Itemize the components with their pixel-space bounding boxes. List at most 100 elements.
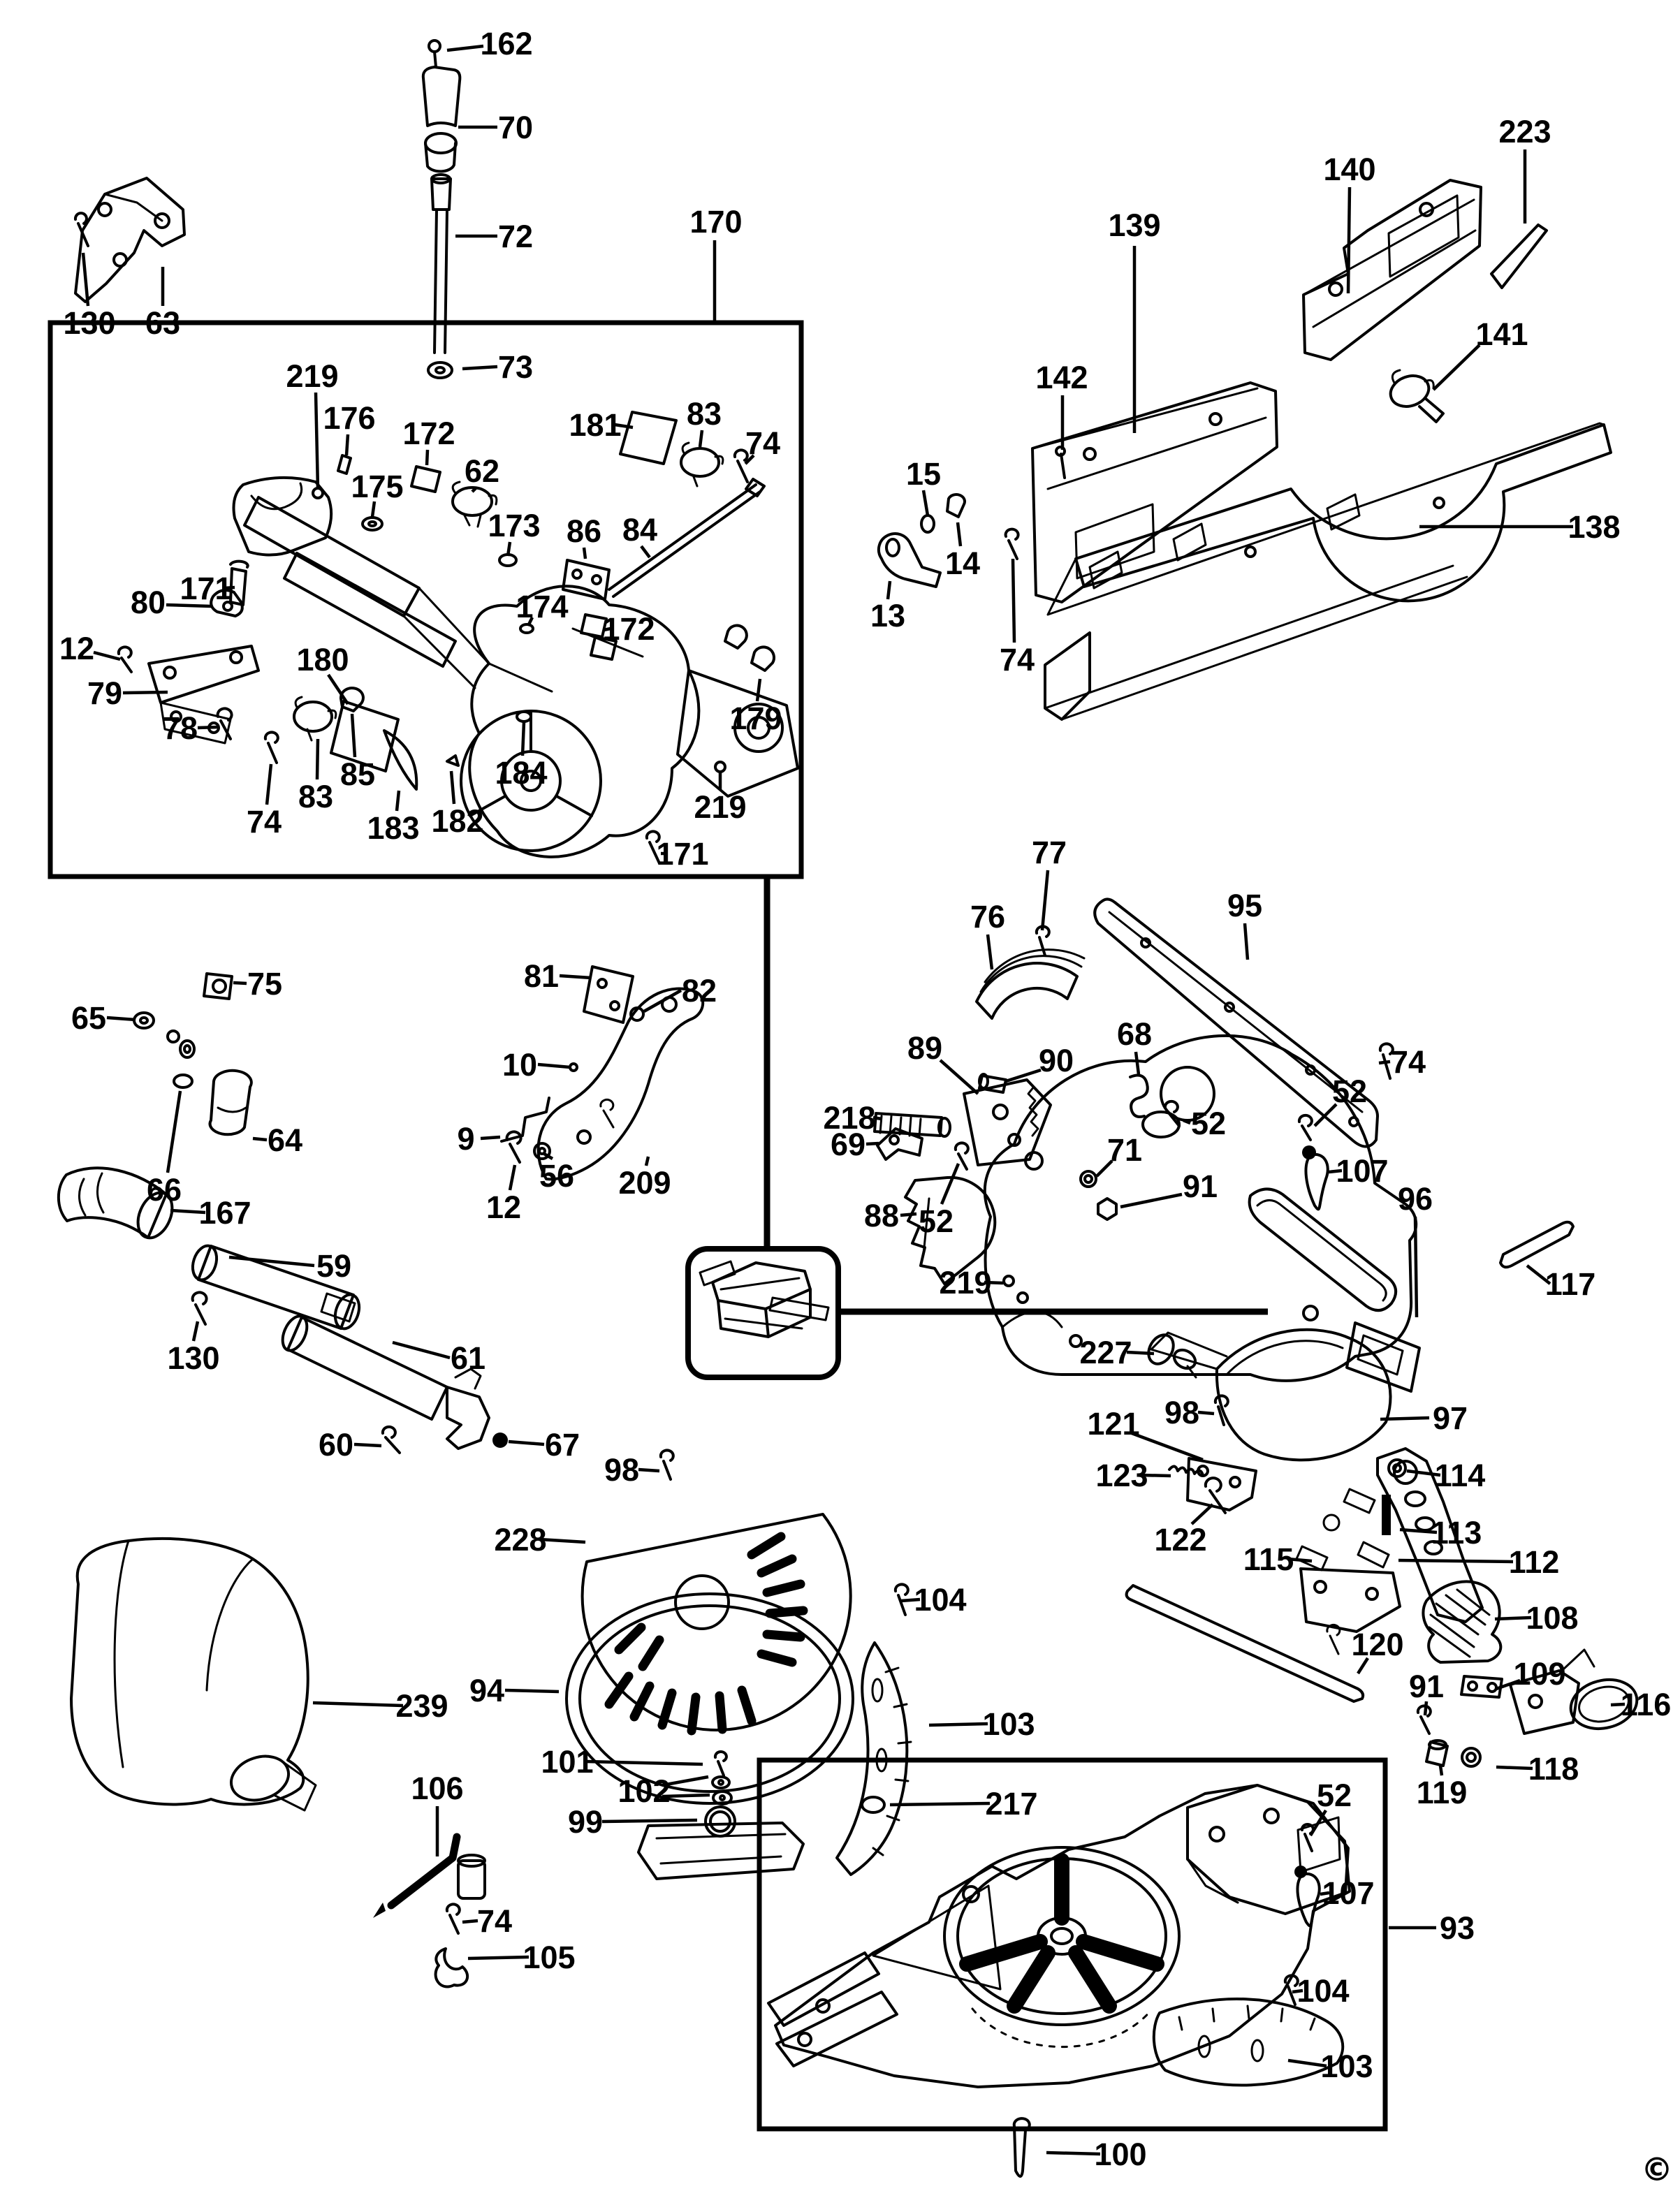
rear-housing xyxy=(1186,1784,1350,1915)
part-label-117: 117 xyxy=(1545,1266,1596,1302)
leader-line-85 xyxy=(350,713,357,758)
leader-line-95 xyxy=(1243,923,1250,960)
kerf-arc-103b-icon xyxy=(1152,1997,1345,2087)
part-label-116: 116 xyxy=(1621,1687,1672,1722)
base-casting-outline xyxy=(774,1784,1351,2088)
leader-line-62 xyxy=(471,486,478,493)
part-label-74: 74 xyxy=(247,804,282,840)
part-label-64: 64 xyxy=(268,1122,302,1158)
leader-line-119 xyxy=(1438,1765,1444,1776)
bevel-linkage-cluster xyxy=(1125,1447,1639,1768)
part-label-86: 86 xyxy=(567,513,601,549)
screw-78-icon xyxy=(216,707,233,740)
part-label-10: 10 xyxy=(502,1047,537,1083)
turntable-outer xyxy=(943,1846,1181,2026)
wrench-106-icon xyxy=(387,1833,461,1910)
rod-84-icon xyxy=(608,478,766,598)
part-label-121: 121 xyxy=(1087,1406,1139,1442)
base-inset-box xyxy=(757,1757,1388,2132)
upper-inset-box xyxy=(48,320,804,879)
part-label-179: 179 xyxy=(729,701,782,736)
screw-74c-icon xyxy=(1378,1042,1394,1080)
leader-line-74 xyxy=(744,454,755,465)
latch-13-group xyxy=(877,493,1020,588)
wire-9-icon xyxy=(500,1097,550,1143)
lever-209-icon xyxy=(536,987,704,1181)
pin-130b-icon xyxy=(191,1291,208,1326)
bracket-63-group xyxy=(73,177,186,303)
part-label-209: 209 xyxy=(618,1165,671,1201)
nut-91a-icon xyxy=(1097,1197,1118,1221)
part-label-74: 74 xyxy=(477,1903,512,1939)
part-label-100: 100 xyxy=(1094,2137,1146,2172)
part-label-119: 119 xyxy=(1417,1775,1468,1810)
part-label-219: 219 xyxy=(939,1265,991,1301)
leader-line-61 xyxy=(392,1340,451,1360)
leader-line-59 xyxy=(228,1255,315,1268)
leader-line-209 xyxy=(644,1156,650,1166)
part-label-85: 85 xyxy=(340,756,375,792)
part-label-174: 174 xyxy=(516,589,568,624)
bolt-100-group xyxy=(1012,2117,1031,2178)
bevel-arm-112-icon xyxy=(1376,1447,1484,1623)
leader-line-56 xyxy=(543,1152,554,1160)
depth-rod-group xyxy=(421,39,462,379)
screw-12a-icon xyxy=(117,645,133,673)
leader-line-219 xyxy=(314,392,320,490)
blade-housing-assembly xyxy=(873,897,1575,1393)
leader-line-239 xyxy=(312,1701,404,1708)
leader-line-67 xyxy=(508,1439,545,1446)
part-label-173: 173 xyxy=(488,508,540,543)
part-label-84: 84 xyxy=(622,512,657,548)
label-plate-180-icon xyxy=(330,700,400,772)
leader-line-73 xyxy=(462,365,498,371)
spring-107a-icon xyxy=(1304,1152,1329,1211)
leader-line-140 xyxy=(1346,186,1352,294)
clamp-80-icon xyxy=(210,589,244,617)
leader-line-12 xyxy=(93,650,121,661)
part-label-13: 13 xyxy=(870,598,905,633)
part-label-170: 170 xyxy=(689,204,742,240)
part-label-89: 89 xyxy=(907,1030,942,1066)
plate-81-icon xyxy=(583,965,634,1024)
leader-line-217 xyxy=(889,1801,991,1807)
part-label-162: 162 xyxy=(480,26,532,61)
turntable-spokes xyxy=(959,1853,1164,2014)
oring-217-icon xyxy=(861,1796,886,1814)
slide-arm-assembly xyxy=(232,476,799,858)
inset-boxes xyxy=(48,320,1388,2132)
part-label-107: 107 xyxy=(1322,1875,1374,1911)
base-assembly xyxy=(767,1784,1351,2088)
leader-line-89 xyxy=(939,1059,979,1095)
screw-74b-icon xyxy=(263,731,279,764)
part-label-98: 98 xyxy=(1164,1395,1199,1430)
part-label-104: 104 xyxy=(1296,1973,1349,2009)
pin-14-icon xyxy=(946,493,966,518)
leader-line-172 xyxy=(603,627,611,632)
leader-line-218 xyxy=(872,1115,882,1121)
leader-line-116 xyxy=(1610,1702,1626,1707)
part-label-171: 171 xyxy=(656,836,708,872)
part-label-59: 59 xyxy=(316,1248,351,1284)
leader-line-114 xyxy=(1406,1469,1441,1477)
leader-line-52 xyxy=(1183,1118,1191,1125)
bolt-100-icon xyxy=(1012,2117,1031,2178)
leader-line-121 xyxy=(1131,1431,1204,1462)
part-label-109: 109 xyxy=(1513,1656,1565,1692)
part-label-115: 115 xyxy=(1243,1541,1294,1577)
part-label-12: 12 xyxy=(486,1189,521,1225)
leader-line-14 xyxy=(956,522,963,547)
leader-line-84 xyxy=(640,545,651,559)
knob-83b-icon xyxy=(293,701,333,733)
part-label-181: 181 xyxy=(569,407,621,443)
part-label-138: 138 xyxy=(1568,509,1620,545)
leader-line-182 xyxy=(449,770,456,805)
leader-line-107 xyxy=(1320,1891,1330,1896)
label-plate-181-icon xyxy=(619,411,678,465)
cap-64-icon xyxy=(208,1069,253,1136)
part-label-108: 108 xyxy=(1526,1600,1578,1636)
screw-219a-icon xyxy=(312,487,324,499)
leader-line-100 xyxy=(1046,2151,1101,2156)
part-label-62: 62 xyxy=(465,453,499,489)
